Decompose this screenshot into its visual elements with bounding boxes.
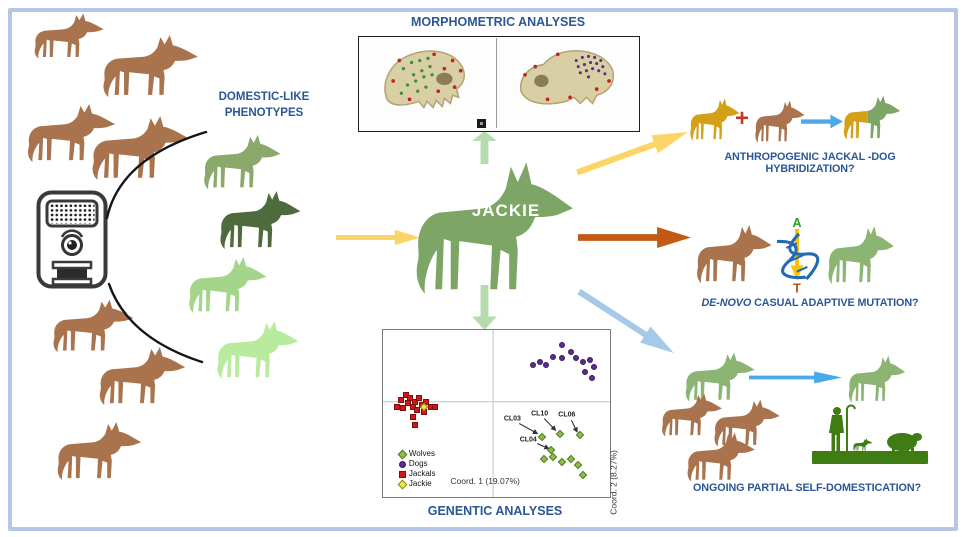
- legend-label: Jackals: [408, 468, 436, 478]
- arrow-jackie-to-mutation: [578, 226, 691, 249]
- phenotypes-label-line1: DOMESTIC-LIKE: [218, 91, 310, 103]
- cluster-label: CL03: [503, 415, 521, 422]
- hypothesis-2-label-rest: CASUAL ADAPTIVE MUTATION?: [751, 297, 919, 309]
- connector-arc: [105, 130, 208, 220]
- hypothesis-3-label: ONGOING PARTIAL SELF-DOMESTICATION?: [692, 482, 922, 494]
- genetics-title: GENENTIC ANALYSES: [427, 504, 563, 518]
- scatter-point-dogs: [582, 368, 589, 375]
- legend-item-jackals: Jackals: [398, 468, 436, 479]
- phenotypes-label-line2: PHENOTYPES: [224, 106, 304, 119]
- skull-dorsal-icon: [384, 50, 466, 109]
- scatter-point-jackals: [400, 405, 407, 412]
- legend-label: Jackie: [408, 478, 432, 488]
- dna-helix-icon: A T: [777, 216, 820, 296]
- scatter-point-jackals: [411, 398, 418, 405]
- scatter-point-dogs: [568, 348, 575, 355]
- jackie-silhouette: [416, 162, 573, 294]
- hypothesis-2-label-italic: DE-NOVO: [701, 297, 752, 309]
- legend-label: Dogs: [408, 459, 428, 469]
- scatter-point-jackals: [411, 422, 418, 429]
- phenotype-dog-4: [217, 320, 299, 380]
- cluster-label: CL06: [558, 411, 576, 419]
- scatter-point-dogs: [591, 363, 598, 370]
- phenotype-dog-3: [189, 256, 267, 314]
- skull-lateral-icon: [519, 49, 615, 105]
- scatter-point-dogs: [579, 358, 586, 365]
- phenotype-dog-1: [204, 134, 281, 190]
- jackal-silhouette: [697, 224, 772, 284]
- scatter-point-dogs: [543, 362, 550, 369]
- wild-jackal-silhouette: [687, 432, 755, 482]
- jackie-label: JACKIE: [471, 201, 541, 220]
- scatter-point-dogs: [559, 342, 566, 349]
- skull-panel-divider: [496, 38, 497, 128]
- hybrid-dog-silhouette: [840, 94, 902, 141]
- scatter-point-dogs: [529, 362, 536, 369]
- morphometrics-title: MORPHOMETRIC ANALYSES: [410, 15, 586, 29]
- scatter-point-dogs: [588, 375, 595, 382]
- scatter-point-jackals: [393, 403, 400, 410]
- scatter-point-jackals: [409, 413, 416, 420]
- scatter-point-dogs: [572, 355, 579, 362]
- scatter-point-jackals: [432, 403, 439, 410]
- scatter-point-jackals: [414, 407, 421, 414]
- scatter-point-dogs: [559, 355, 566, 362]
- wild-jackal-silhouette: [34, 13, 104, 59]
- scale-marker: [477, 119, 486, 128]
- wild-jackal-silhouette: [57, 421, 142, 481]
- legend-item-dogs: Dogs: [398, 459, 436, 469]
- scatter-point-dogs: [550, 353, 557, 360]
- dog-silhouette: [755, 100, 805, 143]
- dna-base-a: A: [792, 216, 801, 230]
- scatter-point-jackals: [416, 395, 423, 402]
- arrow-selfdomestication: [749, 371, 842, 384]
- cluster-label: CL04: [519, 436, 537, 444]
- legend-marker: [398, 470, 406, 478]
- mutated-dog-silhouette: [828, 225, 894, 285]
- golden-jackal-silhouette: [690, 98, 740, 141]
- legend-marker: [397, 449, 408, 460]
- legend-item-jackie: Jackie: [397, 478, 436, 489]
- green-dog-silhouette: [848, 355, 906, 403]
- hypothesis-2-label: DE-NOVO CASUAL ADAPTIVE MUTATION?: [690, 297, 930, 309]
- legend-marker: [398, 460, 406, 468]
- x-axis-label: Coord. 1 (19.07%): [450, 476, 520, 487]
- shepherd-flock-icon: [812, 404, 928, 464]
- arrow-hybrid-result: [801, 114, 843, 129]
- legend-marker: [397, 479, 408, 489]
- camera-trap-icon: [36, 190, 108, 289]
- dna-base-t: T: [793, 282, 801, 296]
- wild-jackal-silhouette: [103, 35, 198, 97]
- hypothesis-1-label: ANTHROPOGENIC JACKAL -DOG HYBRIDIZATION?: [724, 151, 896, 175]
- scatter-point-jackals: [398, 397, 405, 404]
- scatter-point-dogs: [586, 357, 593, 364]
- scatter-point-jackals: [402, 392, 409, 399]
- legend-label: Wolves: [408, 449, 435, 459]
- plus-sign: +: [735, 105, 750, 132]
- plot-overlay: [383, 330, 610, 497]
- phenotype-dog-2: [220, 190, 301, 250]
- cluster-label: CL10: [531, 410, 549, 417]
- phenotypes-label: DOMESTIC-LIKE PHENOTYPES: [196, 90, 332, 121]
- scatter-point-dogs: [536, 358, 543, 365]
- connector-arc: [107, 282, 204, 364]
- legend-item-wolves: Wolves: [397, 449, 436, 460]
- scatter-point-jackals: [407, 395, 414, 402]
